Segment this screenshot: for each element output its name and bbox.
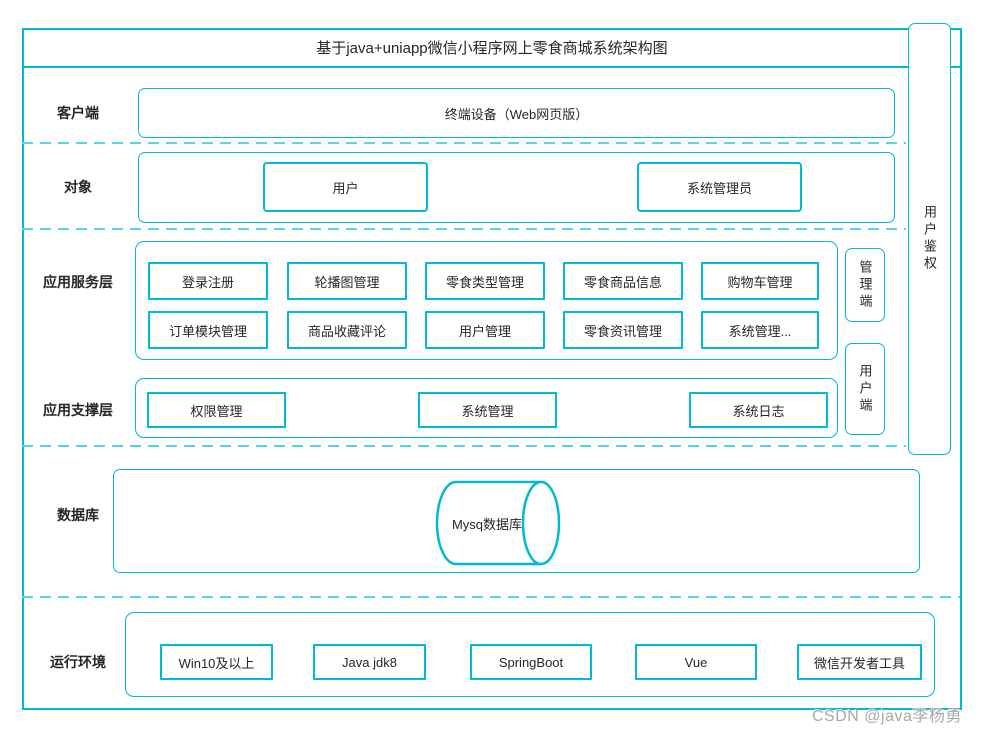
row-label-services: 应用服务层 <box>43 274 113 290</box>
object-user-box: 用户 <box>263 162 428 212</box>
row-separator <box>22 596 960 598</box>
user-auth-bar: 用户鉴权 <box>908 23 951 455</box>
service-favorite-comment: 商品收藏评论 <box>287 311 407 349</box>
row-label-objects: 对象 <box>64 179 92 195</box>
row-label-support: 应用支撑层 <box>43 402 113 418</box>
admin-panel-box: 管理端 <box>845 248 885 322</box>
env-springboot: SpringBoot <box>470 644 592 680</box>
service-snack-product-info: 零食商品信息 <box>563 262 683 300</box>
support-system-log: 系统日志 <box>689 392 828 428</box>
row-label-database: 数据库 <box>57 507 99 523</box>
service-snack-news-mgmt: 零食资讯管理 <box>563 311 683 349</box>
service-carousel-mgmt: 轮播图管理 <box>287 262 407 300</box>
mysql-cylinder: Mysq数据库 <box>425 480 562 566</box>
row-separator <box>22 142 906 144</box>
title-divider-line <box>22 66 962 68</box>
mysql-database-label: Mysq数据库 <box>451 516 523 532</box>
env-vue: Vue <box>635 644 757 680</box>
service-system-mgmt: 系统管理... <box>701 311 819 349</box>
env-win10: Win10及以上 <box>160 644 273 680</box>
service-order-module-mgmt: 订单模块管理 <box>148 311 268 349</box>
cylinder-shape-icon <box>435 480 561 566</box>
row-label-environment: 运行环境 <box>50 654 106 670</box>
row-label-client: 客户端 <box>57 105 99 121</box>
csdn-watermark: CSDN @java李杨勇 <box>812 708 962 725</box>
user-panel-box: 用户端 <box>845 343 885 435</box>
service-user-mgmt: 用户管理 <box>425 311 545 349</box>
terminal-device-box: 终端设备（Web网页版） <box>138 88 895 138</box>
row-separator <box>22 445 906 447</box>
env-java-jdk8: Java jdk8 <box>313 644 426 680</box>
support-permission-mgmt: 权限管理 <box>147 392 286 428</box>
service-login-register: 登录注册 <box>148 262 268 300</box>
diagram-title: 基于java+uniapp微信小程序网上零食商城系统架构图 <box>316 40 668 57</box>
env-wechat-devtools: 微信开发者工具 <box>797 644 922 680</box>
object-admin-box: 系统管理员 <box>637 162 802 212</box>
row-separator <box>22 228 906 230</box>
service-snack-type-mgmt: 零食类型管理 <box>425 262 545 300</box>
service-cart-mgmt: 购物车管理 <box>701 262 819 300</box>
support-system-mgmt: 系统管理 <box>418 392 557 428</box>
